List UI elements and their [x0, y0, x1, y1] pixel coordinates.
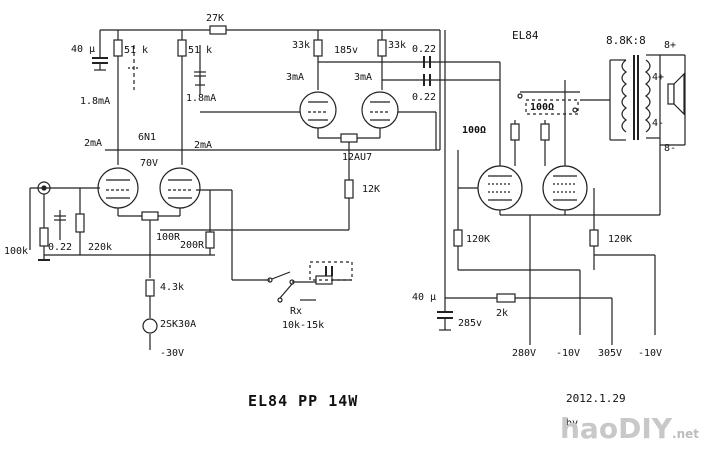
label-70v: 70V: [140, 158, 159, 169]
label-tap-8m: 8-: [664, 143, 677, 154]
tube-12au7-b: [361, 91, 399, 129]
label-285v: 285v: [458, 318, 483, 329]
label-el84: EL84: [512, 29, 539, 42]
label-27k: 27K: [206, 13, 225, 24]
label-tap-4m: 4-: [652, 118, 665, 129]
driver-stage: [160, 30, 500, 231]
label-6n1: 6N1: [138, 132, 157, 143]
label-minus-10v-2: -10V: [638, 348, 663, 359]
label-tap-8p: 8+: [664, 40, 677, 51]
watermark-suffix: DIY: [618, 412, 673, 445]
tube-6n1-b: [159, 167, 201, 209]
input-stage: [97, 167, 270, 350]
watermark-brand: hao: [560, 412, 619, 445]
label-12k: 12K: [362, 184, 381, 195]
label-022-in: 0.22: [48, 242, 73, 253]
tube-el84-a: [477, 165, 523, 211]
label-185v: 185v: [334, 45, 359, 56]
tube-el84-b: [542, 165, 588, 211]
label-100r: 100R: [156, 232, 181, 243]
label-rx-range: 10k-15k: [282, 320, 325, 331]
label-2k: 2k: [496, 308, 509, 319]
b-plus-rail: [100, 25, 441, 151]
watermark-domain: .net: [672, 427, 699, 441]
output-transformer: [580, 54, 686, 215]
label-120k-2: 120K: [608, 234, 633, 245]
label-51k-1: 51 k: [124, 45, 149, 56]
label-3ma-1: 3mA: [286, 72, 305, 83]
label-280v: 280V: [512, 348, 537, 359]
label-100ohm-1: 100Ω: [462, 125, 487, 136]
label-2ma-1: 2mA: [84, 138, 103, 149]
label-100k: 100k: [4, 246, 29, 257]
label-305v: 305V: [598, 348, 623, 359]
tube-6n1-a: [97, 167, 139, 209]
label-022-1: 0.22: [412, 44, 437, 55]
input-network: [29, 181, 215, 261]
watermark-logo: haoDIY.net: [560, 412, 699, 445]
label-minus-30v: -30V: [160, 348, 185, 359]
label-2ma-2: 2mA: [194, 140, 213, 151]
label-1-8ma-2: 1.8mA: [186, 93, 217, 104]
label-tap-4p: 4+: [652, 72, 665, 83]
diagram-title: EL84 PP 14W: [248, 392, 359, 410]
label-cap-40u-bot: 40 µ: [412, 292, 437, 303]
label-33k-1: 33k: [292, 40, 311, 51]
label-transformer-ratio: 8.8K:8: [606, 34, 646, 47]
label-2sk30a: 2SK30A: [160, 319, 197, 330]
label-4-3k: 4.3k: [160, 282, 185, 293]
label-51k-2: 51 k: [188, 45, 213, 56]
diagram-author: by: [566, 418, 579, 429]
label-220k: 220k: [88, 242, 113, 253]
tube-12au7-a: [299, 91, 337, 129]
label-1-8ma-1: 1.8mA: [80, 96, 111, 107]
label-120k-1: 120K: [466, 234, 491, 245]
label-12au7: 12AU7: [342, 152, 373, 163]
label-022-2: 0.22: [412, 92, 437, 103]
feedback-switch: [267, 261, 353, 303]
label-cap-40u-top: 40 µ: [71, 44, 96, 55]
label-200r: 200R: [180, 240, 205, 251]
label-3ma-2: 3mA: [354, 72, 373, 83]
diagram-date: 2012.1.29: [566, 392, 626, 405]
power-supply: [437, 30, 613, 345]
label-100ohm-2: 100Ω: [530, 102, 555, 113]
label-rx: Rx: [290, 306, 303, 317]
first-stage-supply: [92, 30, 206, 165]
output-stage: [453, 62, 660, 345]
label-33k-2: 33k: [388, 40, 407, 51]
label-minus-10v-1: -10V: [556, 348, 581, 359]
